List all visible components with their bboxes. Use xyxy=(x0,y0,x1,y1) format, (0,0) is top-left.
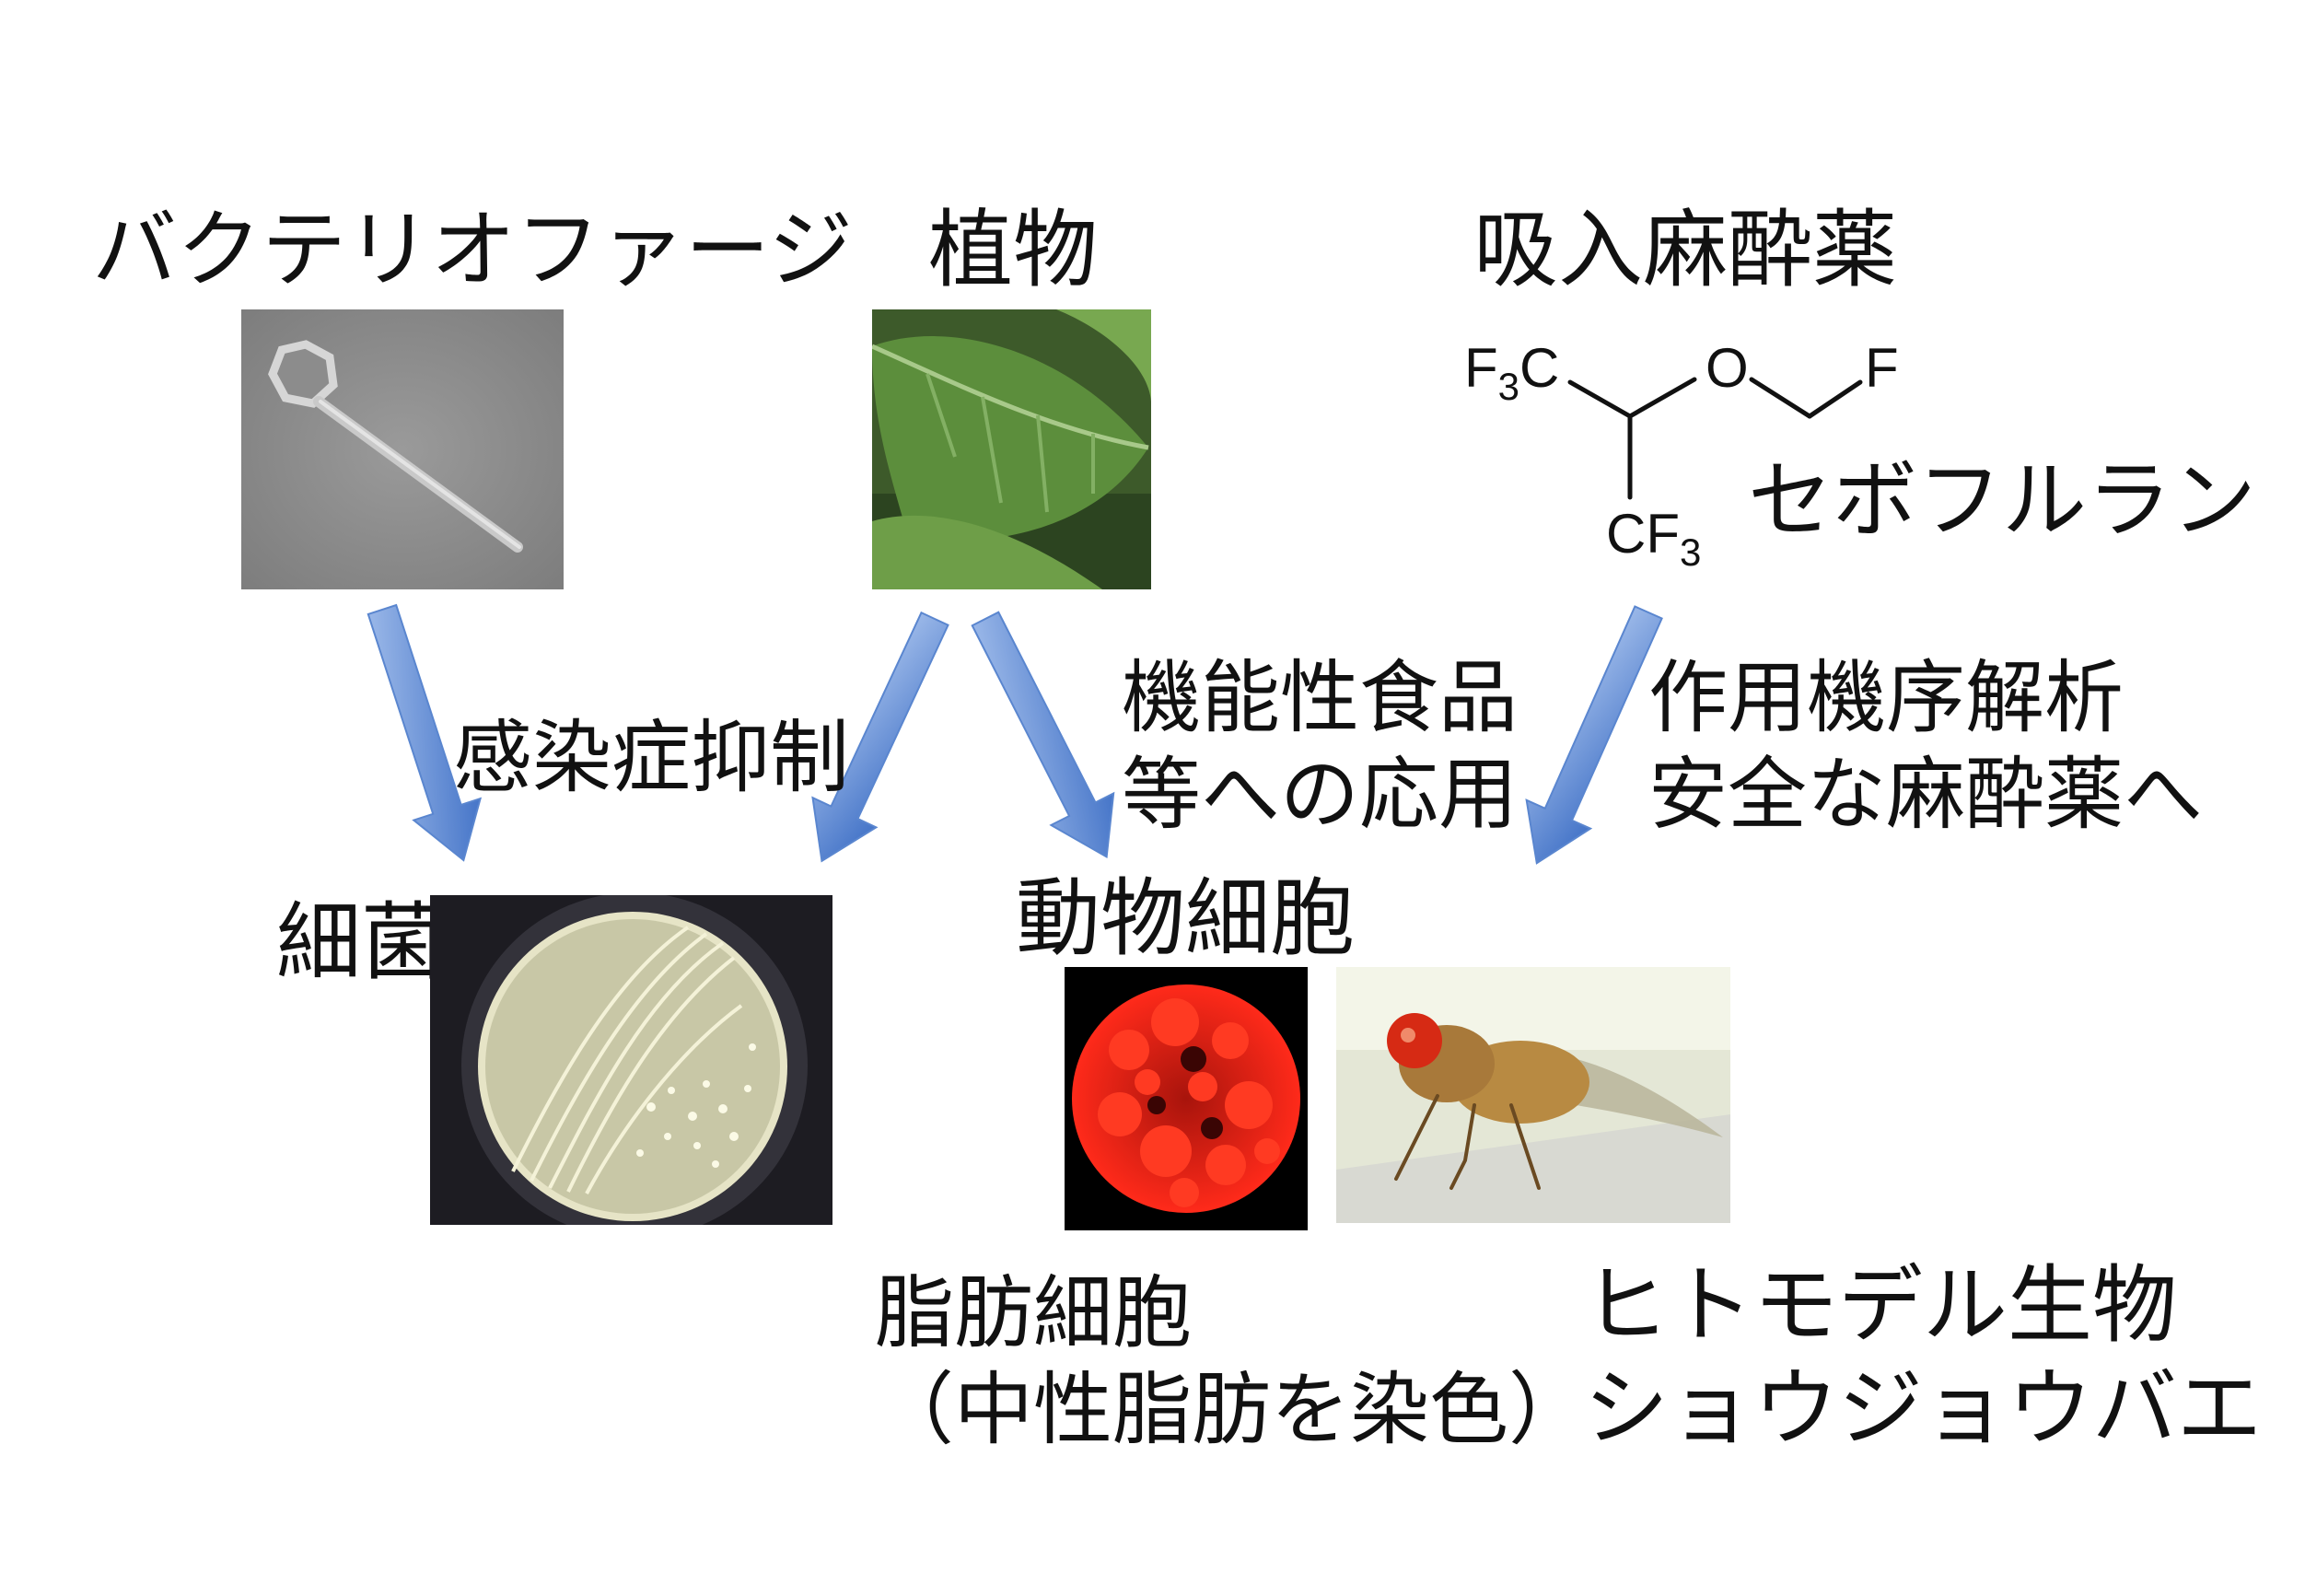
cf3-group-top: F3C xyxy=(1464,337,1560,408)
bacteriophage-title: バクテリオファージ xyxy=(92,201,854,299)
plant-leaf-photo xyxy=(872,309,1151,589)
fly-caption: ヒトモデル生物 ショウジョウバエ xyxy=(1584,1256,2263,1459)
fat-cell-stain-image xyxy=(1065,967,1308,1230)
arrow-anesthetic-to-fly xyxy=(1525,605,1663,865)
sevoflurane-label: セボフルラン xyxy=(1748,451,2257,550)
bacteria-label: 細菌 xyxy=(276,893,447,992)
arrow-plant-to-animal-cells xyxy=(971,611,1115,859)
functional-food-label: 機能性食品 等への応用 xyxy=(1122,652,1518,841)
bacteriophage-micrograph xyxy=(241,309,564,589)
bacteria-petri-dish xyxy=(430,895,832,1225)
arrow-plant-to-bacteria xyxy=(811,611,949,863)
animal-cells-label: 動物細胞 xyxy=(1016,869,1356,968)
mechanism-label: 作用機序解析 安全な麻酔薬へ xyxy=(1648,652,2203,841)
fruit-fly-photo xyxy=(1336,967,1730,1223)
infection-suppression-label: 感染症抑制 xyxy=(453,712,849,804)
plant-title: 植物 xyxy=(928,201,1099,299)
fat-cells-caption: 脂肪細胞 （中性脂肪を染色） xyxy=(875,1267,1588,1456)
cf3-group-bottom: CF3 xyxy=(1606,503,1702,574)
anesthetic-title: 吸入麻酔薬 xyxy=(1473,201,1898,299)
arrow-phage-to-bacteria xyxy=(367,603,483,862)
fluorine-atom: F xyxy=(1865,337,1899,399)
oxygen-atom: O xyxy=(1705,337,1749,399)
